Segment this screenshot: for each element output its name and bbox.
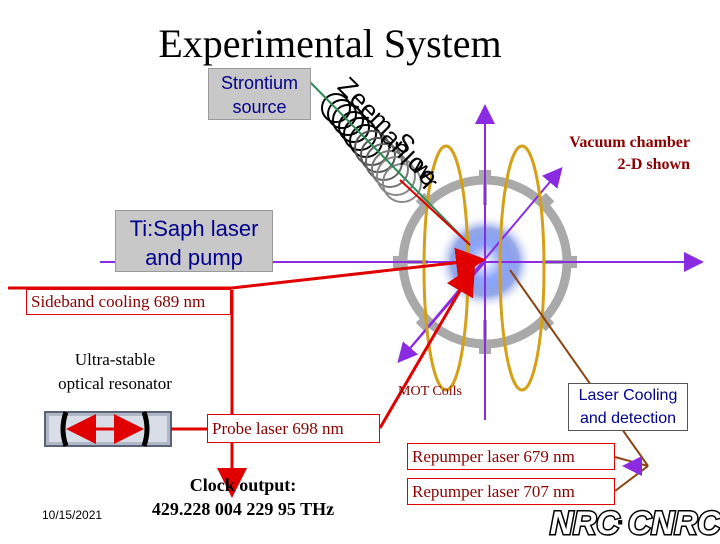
laser-cooling-box: Laser Cooling and detection (568, 383, 688, 431)
mot-coils-label: MOT Coils (398, 384, 462, 399)
page-title: Experimental System (158, 21, 502, 66)
repumper-paths (509, 269, 649, 492)
laser-cooling-line1: Laser Cooling (578, 387, 678, 404)
ultra-stable-line2: optical resonator (58, 374, 172, 393)
clock-output-label: Clock output: 429.228 004 229 95 THz (138, 473, 348, 521)
logo-sep: · (616, 506, 626, 539)
repumper-707-label: Repumper laser 707 nm (407, 478, 615, 505)
ultra-stable-line1: Ultra-stable (74, 350, 156, 369)
logo-nrc-fill: NRC (550, 505, 620, 539)
vacuum-chamber-line2: 2-D shown (617, 156, 690, 173)
logo-cnrc-fill: CNRC (628, 505, 720, 539)
clock-output-line1: Clock output: (189, 475, 297, 495)
zeeman-slower-coils (321, 93, 422, 203)
strontium-source-box: Strontium source (208, 68, 311, 120)
nrc-cnrc-logo: NRC NRC · CNRC CNRC (548, 504, 720, 543)
repumper-679-label: Repumper laser 679 nm (407, 443, 615, 470)
vacuum-chamber-line1: Vacuum chamber (569, 134, 690, 151)
strontium-source-line1: Strontium (220, 73, 299, 93)
sideband-cooling-label: Sideband cooling 689 nm (26, 289, 231, 315)
logo-nrc: NRC (550, 505, 620, 539)
logo-cnrc: CNRC (628, 505, 720, 539)
probe-laser-label: Probe laser 698 nm (207, 414, 380, 443)
ultra-stable-label: Ultra-stable optical resonator (40, 348, 190, 396)
slower-beam (399, 179, 471, 246)
clock-output-line2: 429.228 004 229 95 THz (151, 499, 335, 519)
tisaph-laser-box: Ti:Saph laser and pump (115, 210, 273, 272)
logo-graphic: NRC NRC · CNRC CNRC (549, 504, 720, 543)
tisaph-line1: Ti:Saph laser (129, 216, 259, 241)
strontium-source-line2: source (232, 97, 287, 117)
vacuum-chamber-label: Vacuum chamber 2-D shown (500, 132, 690, 176)
date-label: 10/15/2021 (42, 508, 103, 522)
tisaph-line2: and pump (145, 245, 243, 270)
laser-cooling-line2: and detection (579, 410, 677, 427)
atomic-beam (309, 81, 471, 246)
optical-resonator (44, 411, 207, 447)
